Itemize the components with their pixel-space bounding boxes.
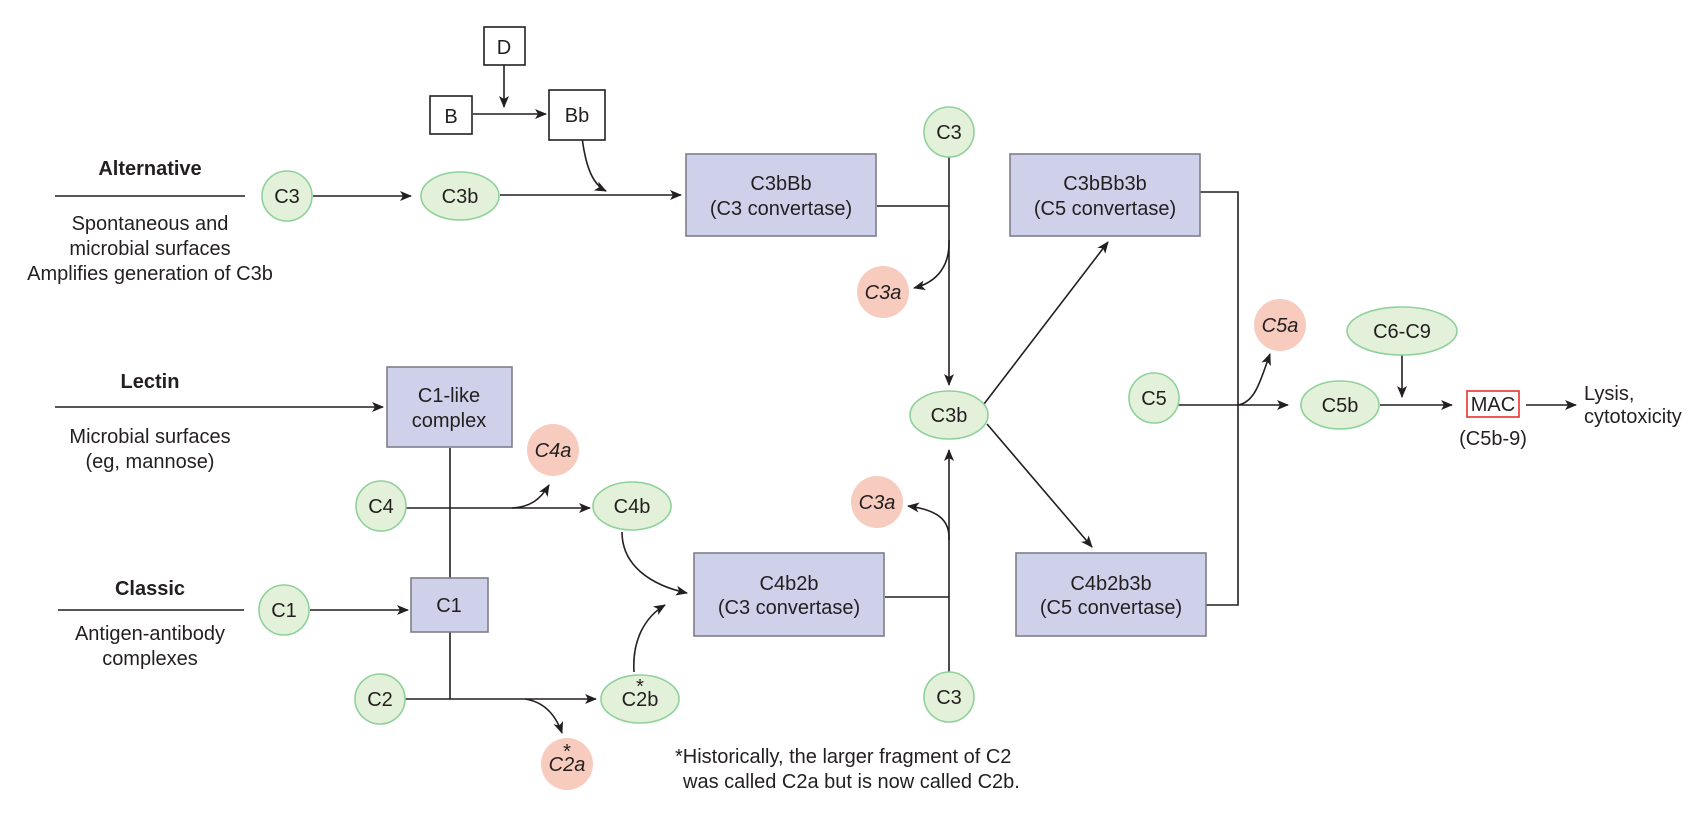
classic-desc-2: complexes xyxy=(102,648,198,670)
lysis-outcome: Lysis, cytotoxicity xyxy=(1584,383,1682,428)
factor-bb-box: Bb xyxy=(548,89,606,141)
c3b-alternative-node: C3b xyxy=(420,171,500,221)
c1-box: C1 xyxy=(410,577,489,633)
c3-alternative-node: C3 xyxy=(261,170,313,222)
c3-top-node: C3 xyxy=(923,106,975,158)
svg-text:C3b: C3b xyxy=(442,186,479,208)
arrow-c3b-to-c3bbb3b xyxy=(983,241,1109,405)
arrow-c2-to-c2a xyxy=(524,698,564,734)
alternative-title: Alternative xyxy=(98,158,201,180)
arrow-bb-to-line xyxy=(581,136,607,192)
outcome-line-1: Lysis, xyxy=(1584,383,1634,405)
classic-title: Classic xyxy=(115,578,185,600)
svg-text:C3a: C3a xyxy=(859,492,896,514)
c4-node: C4 xyxy=(355,480,407,532)
c4a-fragment: C4a xyxy=(527,424,579,476)
svg-text:(C5 convertase): (C5 convertase) xyxy=(1040,597,1182,619)
outcome-line-2: cytotoxicity xyxy=(1584,406,1682,428)
svg-text:C3: C3 xyxy=(936,687,962,709)
c2a-label: C2a xyxy=(549,754,586,776)
c3bbb-c3-convertase-box: C3bBb (C3 convertase) xyxy=(685,153,877,237)
c2b-label: C2b xyxy=(622,689,659,711)
c5b-node: C5b xyxy=(1300,380,1380,430)
mac-label: MAC xyxy=(1471,394,1515,416)
alternative-desc-1: Spontaneous and xyxy=(72,213,229,235)
classic-pathway-label: Classic Antigen-antibody complexes xyxy=(58,578,244,670)
footnote: *Historically, the larger fragment of C2… xyxy=(675,746,1020,793)
svg-text:C1-like: C1-like xyxy=(418,385,480,407)
svg-text:C4b2b: C4b2b xyxy=(760,573,819,595)
classic-desc-1: Antigen-antibody xyxy=(75,623,225,645)
factor-d-label: D xyxy=(497,37,511,59)
arrow-c4-to-c4a xyxy=(511,484,550,509)
footnote-line-1: *Historically, the larger fragment of C2 xyxy=(675,746,1011,768)
c3-bottom-node: C3 xyxy=(923,671,975,723)
svg-text:C3b: C3b xyxy=(931,405,968,427)
svg-text:C3: C3 xyxy=(936,122,962,144)
svg-text:C3a: C3a xyxy=(865,282,902,304)
factor-b-box: B xyxy=(429,95,473,135)
svg-text:C6-C9: C6-C9 xyxy=(1373,321,1431,343)
svg-text:C5b: C5b xyxy=(1322,395,1359,417)
svg-text:C3: C3 xyxy=(274,186,300,208)
c2-node: C2 xyxy=(354,673,406,725)
alternative-pathway-label: Alternative Spontaneous and microbial su… xyxy=(27,158,273,285)
c4b2b3b-c5-convertase-box: C4b2b3b (C5 convertase) xyxy=(1015,552,1207,637)
lectin-title: Lectin xyxy=(121,371,180,393)
arrow-trunk-to-c3a-top xyxy=(913,239,950,291)
svg-text:C4: C4 xyxy=(368,496,394,518)
factor-bb-label: Bb xyxy=(565,105,589,127)
c1-like-complex-box: C1-like complex xyxy=(386,366,513,448)
mac-box: MAC (C5b-9) xyxy=(1459,390,1527,450)
alternative-desc-3: Amplifies generation of C3b xyxy=(27,263,273,285)
svg-text:(C3 convertase): (C3 convertase) xyxy=(710,198,852,220)
c3a-top-fragment: C3a xyxy=(857,266,909,318)
c4b2b-c3-convertase-box: C4b2b (C3 convertase) xyxy=(693,552,885,637)
arrow-c4b-to-c4b2b xyxy=(621,531,688,596)
lectin-desc-1: Microbial surfaces xyxy=(69,426,230,448)
arrow-c5-to-c5a xyxy=(1237,353,1271,406)
footnote-line-2: was called C2a but is now called C2b. xyxy=(682,771,1020,793)
c5a-fragment: C5a xyxy=(1254,299,1306,351)
c3b-center-node: C3b xyxy=(909,390,989,440)
svg-text:complex: complex xyxy=(412,410,486,432)
factor-b-label: B xyxy=(444,106,457,128)
svg-text:C4a: C4a xyxy=(535,440,572,462)
arrow-trunk-to-c3a-bottom xyxy=(907,502,950,541)
c2b-asterisk: * xyxy=(636,676,644,698)
svg-text:C5: C5 xyxy=(1141,388,1167,410)
svg-text:(C5 convertase): (C5 convertase) xyxy=(1034,198,1176,220)
c1-classic-node: C1 xyxy=(258,584,310,636)
c2a-fragment: C2a * xyxy=(541,738,593,790)
svg-text:C3bBb: C3bBb xyxy=(750,173,811,195)
lectin-pathway-label: Lectin Microbial surfaces (eg, mannose) xyxy=(69,371,230,473)
svg-text:C2: C2 xyxy=(367,689,393,711)
line-c5-convertase-bracket xyxy=(1200,191,1239,606)
svg-text:C3bBb3b: C3bBb3b xyxy=(1063,173,1146,195)
svg-text:(C3 convertase): (C3 convertase) xyxy=(718,597,860,619)
c2b-node: C2b * xyxy=(600,674,680,724)
c5-node: C5 xyxy=(1128,372,1180,424)
c3bbb3b-c5-convertase-box: C3bBb3b (C5 convertase) xyxy=(1009,153,1201,237)
lectin-desc-2: (eg, mannose) xyxy=(86,451,215,473)
alternative-desc-2: microbial surfaces xyxy=(69,238,230,260)
connectors xyxy=(55,46,1577,734)
svg-text:C4b2b3b: C4b2b3b xyxy=(1070,573,1151,595)
arrow-c3b-to-c4b2b3b xyxy=(986,423,1093,548)
svg-text:C1: C1 xyxy=(271,600,297,622)
svg-text:C5a: C5a xyxy=(1262,315,1299,337)
factor-d-box: D xyxy=(483,26,526,66)
arrow-c2b-to-c4b2b xyxy=(633,604,666,673)
svg-text:C4b: C4b xyxy=(614,496,651,518)
c4b-node: C4b xyxy=(592,481,672,531)
c2a-asterisk: * xyxy=(563,741,571,763)
svg-text:C1: C1 xyxy=(436,595,462,617)
c3a-bottom-fragment: C3a xyxy=(851,476,903,528)
c6-c9-node: C6-C9 xyxy=(1346,306,1458,356)
mac-sub-label: (C5b-9) xyxy=(1459,428,1527,450)
